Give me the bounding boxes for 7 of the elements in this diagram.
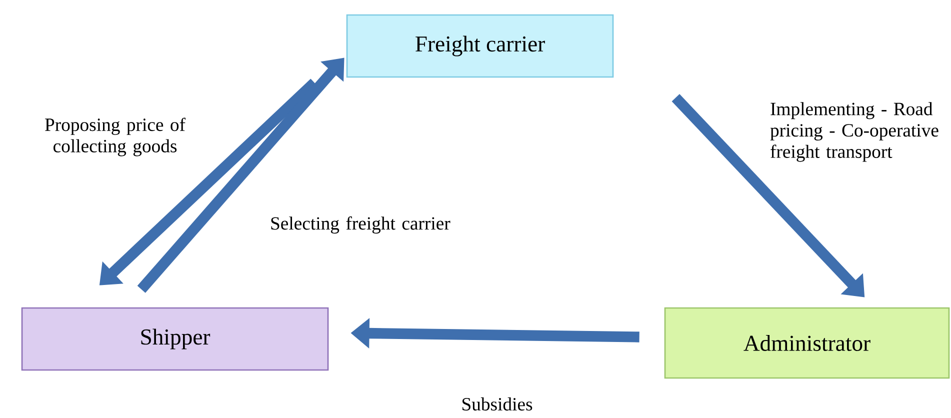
edge-label: Subsidies [462, 397, 532, 411]
edge-label: Selecting freight carrier [271, 216, 450, 234]
shipper-box: Shipper [21, 307, 329, 371]
edge-label: Proposing price of collecting goods [45, 118, 186, 156]
administrator-box: Administrator [664, 307, 950, 379]
carrier-box: Freight carrier [346, 14, 614, 78]
edge-label: Implementing - Road pricing - Co-operative freight transport [770, 102, 938, 162]
